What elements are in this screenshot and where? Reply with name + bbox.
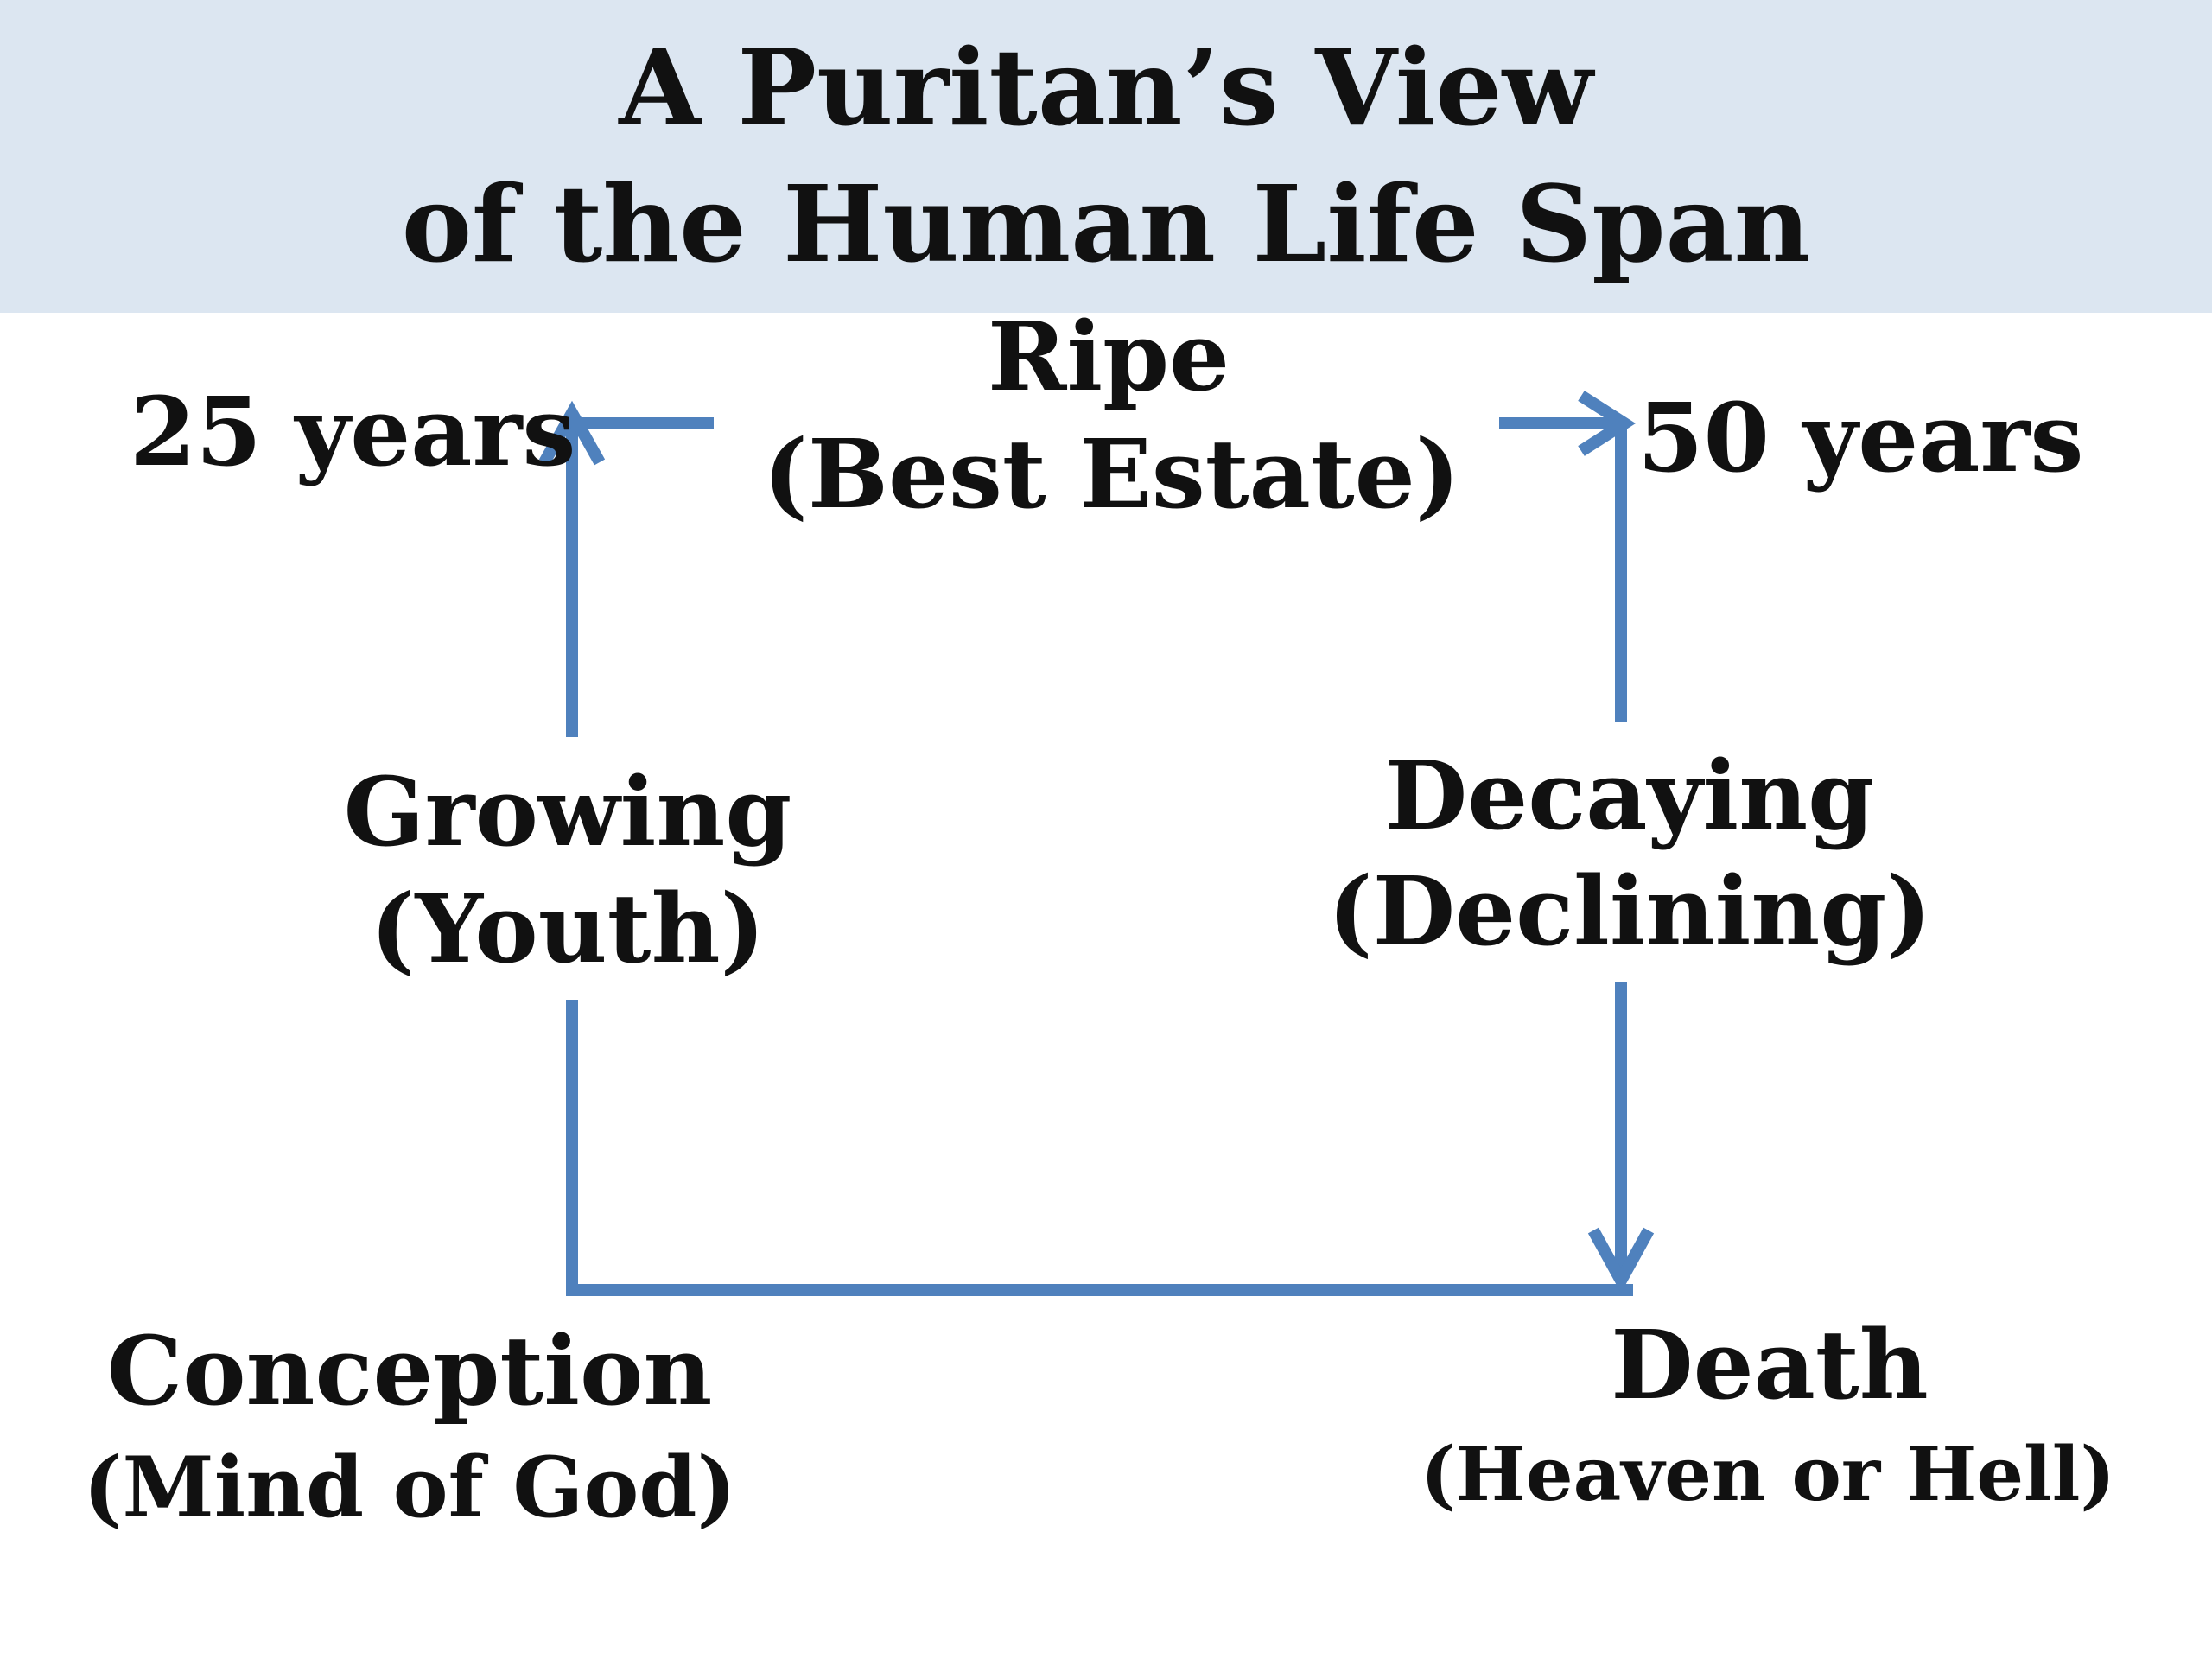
age-50-label: 50 years [1637,382,2084,493]
arrow-group [538,391,1655,1296]
ripe-label: Ripe [987,301,1230,412]
up-arrow-head [538,400,606,466]
down-arrow-head [1587,1227,1655,1294]
best-estate-label: (Best Estate) [763,418,1460,530]
bottom-line [566,1000,1633,1296]
heaven-or-hell-label: (Heaven or Hell) [1420,1431,2116,1518]
conception-label: Conception [106,1315,713,1427]
title-line-2: of the Human Life Span [401,162,1811,286]
title-line-1: A Puritan’s View [619,25,1593,149]
mind-of-god-label: (Mind of God) [83,1439,736,1536]
age-25-label: 25 years [130,376,576,487]
youth-label: (Youth) [370,873,766,984]
death-label: Death [1611,1309,1929,1421]
declining-label: (Declining) [1327,855,1932,967]
decaying-label: Decaying [1384,740,1875,851]
title-band [0,0,2212,313]
growing-label: Growing [343,756,792,868]
